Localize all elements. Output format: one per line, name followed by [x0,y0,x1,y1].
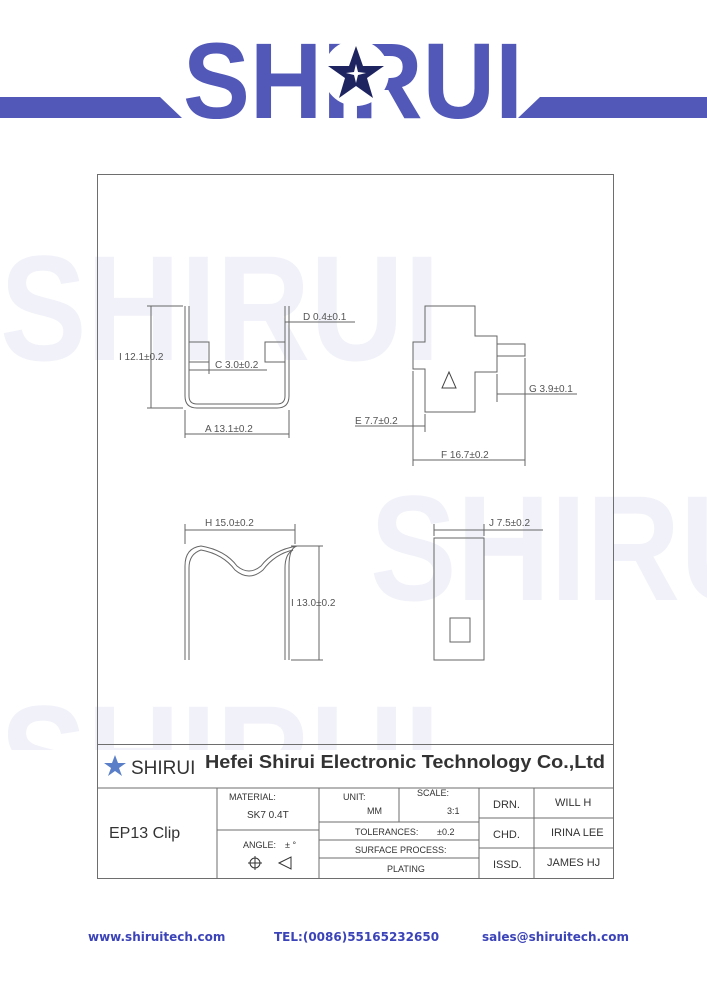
chd-label: CHD. [493,829,520,841]
scale-label: SCALE: [417,788,449,798]
surface-value: PLATING [387,864,425,874]
side-view [355,305,577,466]
drn-label: DRN. [493,799,520,811]
part-name: EP13 Clip [109,825,180,842]
unit-value: MM [367,806,382,816]
drawing-sheet [97,174,614,879]
title-block: SHIRUI Hefei Shirui Electronic Technolog… [97,744,614,879]
star-icon [104,755,126,776]
dim-label-f: F 16.7±0.2 [441,450,489,461]
front-view [147,305,355,438]
technical-drawing: I 12.1±0.2 C 3.0±0.2 D 0.4±0.1 A 13.1±0.… [119,305,577,661]
svg-text:SHIRUI: SHIRUI [0,224,440,392]
footer-website[interactable]: www.shiruitech.com [88,930,226,944]
dim-label-h: H 15.0±0.2 [205,518,254,529]
footer: www.shiruitech.com TEL:(0086)55165232650… [0,930,707,956]
title-logo-text: SHIRUI [131,758,195,779]
issd-value: JAMES HJ [547,857,600,869]
profile-view [184,524,323,661]
dim-label-i-bottom: I 13.0±0.2 [291,598,336,609]
chd-value: IRINA LEE [551,827,604,839]
issd-label: ISSD. [493,859,522,871]
svg-text:SHIRUI: SHIRUI [370,464,707,632]
banner-band-right [518,97,707,118]
dim-label-i-top: I 12.1±0.2 [119,352,164,363]
drn-value: WILL H [555,797,591,809]
dim-label-e: E 7.7±0.2 [355,416,398,427]
material-label: MATERIAL: [229,792,276,802]
star-logo-icon [323,40,389,106]
tolerances-value: ±0.2 [437,827,454,837]
plate-view [433,524,543,661]
dim-label-a: A 13.1±0.2 [205,424,253,435]
material-value: SK7 0.4T [247,810,289,821]
svg-text:SHIRUI: SHIRUI [0,674,440,750]
watermark: SHIRUI SHIRUI SHIRUI [0,224,707,750]
angle-label: ANGLE: [243,840,276,850]
header-banner: SHIRUI [0,20,707,130]
dim-label-g: G 3.9±0.1 [529,384,573,395]
banner-band-left [0,97,182,118]
dim-label-c: C 3.0±0.2 [215,360,259,371]
footer-email[interactable]: sales@shiruitech.com [482,930,629,944]
scale-value: 3:1 [447,806,460,816]
warning-triangle-icon [441,370,457,389]
footer-tel: TEL:(0086)55165232650 [274,930,440,944]
company-name: Hefei Shirui Electronic Technology Co.,L… [205,752,605,772]
unit-label: UNIT: [343,792,366,802]
dim-label-j: J 7.5±0.2 [489,518,531,529]
dim-label-d: D 0.4±0.1 [303,312,347,323]
projection-symbol-icon [248,856,292,870]
angle-value: ± ° [285,840,296,850]
surface-label: SURFACE PROCESS: [355,845,447,855]
tolerances-label: TOLERANCES: [355,827,418,837]
